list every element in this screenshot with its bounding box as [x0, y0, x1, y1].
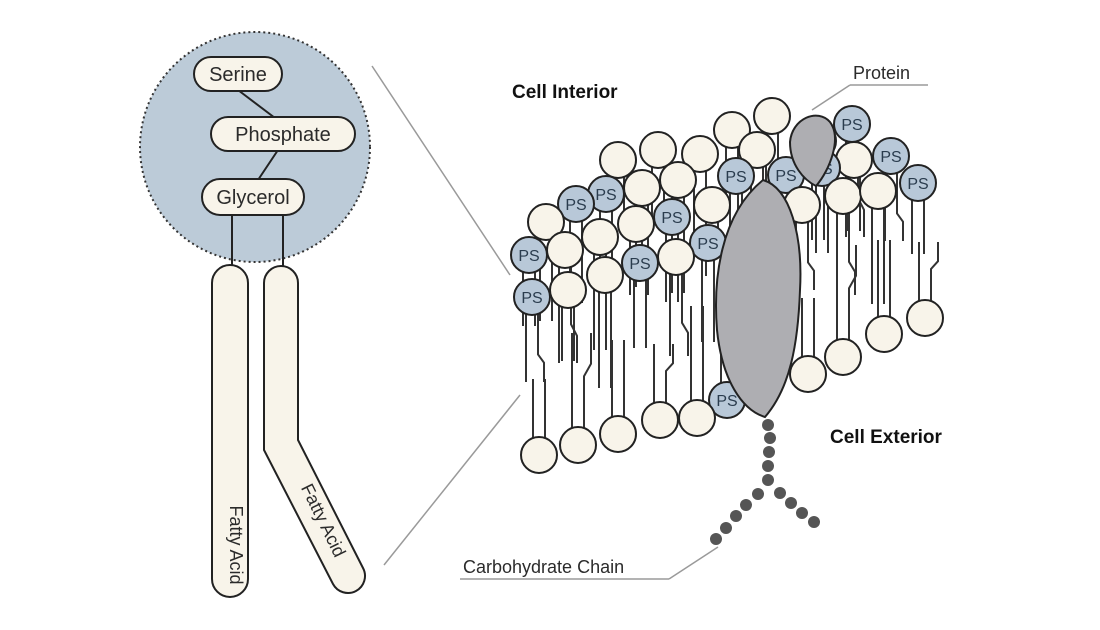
- lipid-head: [753, 97, 791, 135]
- ps-label: PS: [565, 197, 586, 214]
- lipid-head: [546, 231, 584, 269]
- zoom-connector-bottom: [383, 394, 521, 566]
- ps-label: PS: [518, 248, 539, 265]
- lipid-head: [599, 141, 637, 179]
- serine-box: Serine: [193, 56, 283, 92]
- glycerol-label: Glycerol: [216, 187, 289, 209]
- carbohydrate-bead: [763, 446, 775, 458]
- ps-label: PS: [725, 169, 746, 186]
- lipid-head: [678, 399, 716, 437]
- ps-head-group: PS: [621, 244, 659, 282]
- lipid-head: [835, 141, 873, 179]
- ps-label: PS: [775, 168, 796, 185]
- lipid-head: [659, 161, 697, 199]
- fatty-acid-right-tail: [263, 265, 366, 594]
- carbohydrate-bead: [796, 507, 808, 519]
- ps-head-group: PS: [833, 105, 871, 143]
- serine-phosphate-bond: [237, 89, 276, 119]
- membrane: PSPSPSPSPSPSPSPSPSPSPSPSPSPSPS: [510, 97, 944, 474]
- carbohydrate-bead: [785, 497, 797, 509]
- lipid-head: [859, 172, 897, 210]
- carbohydrate-bead: [730, 510, 742, 522]
- lipid-head: [527, 203, 565, 241]
- ps-head-group: PS: [557, 185, 595, 223]
- carbohydrate-bead: [774, 487, 786, 499]
- lipid-head: [693, 186, 731, 224]
- foreground-heads: [789, 299, 944, 393]
- protein-label: Protein: [853, 63, 910, 83]
- ps-label: PS: [521, 290, 542, 307]
- lipid-head: [789, 355, 827, 393]
- protein-top-segment: [788, 114, 836, 188]
- ps-label: PS: [716, 393, 737, 410]
- ps-head-group: PS: [717, 157, 755, 195]
- ps-label: PS: [697, 236, 718, 253]
- lipid-head: [520, 436, 558, 474]
- ps-head-group: PS: [899, 164, 937, 202]
- ps-head-group: PS: [510, 236, 548, 274]
- lipid-head: [906, 299, 944, 337]
- lipid-head: [657, 238, 695, 276]
- serine-label: Serine: [209, 64, 267, 86]
- carbohydrate-bead: [808, 516, 820, 528]
- carbohydrate-leader-line: [668, 546, 719, 580]
- lipid-head: [824, 177, 862, 215]
- ps-label: PS: [841, 117, 862, 134]
- ps-label: PS: [629, 256, 650, 273]
- carbohydrate-bead: [762, 460, 774, 472]
- ps-head-group: PS: [872, 137, 910, 175]
- carbohydrate-bead: [710, 533, 722, 545]
- ps-label: PS: [907, 176, 928, 193]
- fatty-acid-left-label: Fatty Acid: [226, 505, 246, 584]
- lipid-head: [738, 131, 776, 169]
- ps-head-group: PS: [653, 198, 691, 236]
- fatty-acid-left-tail: [211, 264, 249, 598]
- lipid-head: [559, 426, 597, 464]
- molecule-detail: Serine Phosphate Glycerol Fatty Acid Fat…: [139, 31, 371, 598]
- cell-interior-label: Cell Interior: [512, 82, 618, 103]
- ps-label: PS: [595, 187, 616, 204]
- phosphate-label: Phosphate: [235, 124, 331, 146]
- lipid-head: [641, 401, 679, 439]
- carbohydrate-bead: [762, 474, 774, 486]
- lipid-head: [639, 131, 677, 169]
- cell-exterior-label: Cell Exterior: [830, 427, 943, 448]
- glycerol-box: Glycerol: [201, 178, 305, 216]
- lipid-head: [549, 271, 587, 309]
- lipid-head: [617, 205, 655, 243]
- ps-head-group: PS: [513, 278, 551, 316]
- lipid-head: [599, 415, 637, 453]
- lipid-head: [824, 338, 862, 376]
- ps-label: PS: [880, 149, 901, 166]
- lipid-head: [681, 135, 719, 173]
- carbohydrate-chain: [710, 419, 820, 545]
- carbohydrate-chain-label: Carbohydrate Chain: [463, 557, 624, 577]
- ps-label: PS: [661, 210, 682, 227]
- carbohydrate-bead: [762, 419, 774, 431]
- carbohydrate-bead: [720, 522, 732, 534]
- carbohydrate-bead: [740, 499, 752, 511]
- zoom-connector-top: [371, 65, 511, 276]
- protein-body: [715, 178, 802, 419]
- carbohydrate-bead: [752, 488, 764, 500]
- lipid-head: [586, 256, 624, 294]
- phosphate-glycerol-bond: [257, 149, 279, 181]
- lipid-head: [865, 315, 903, 353]
- protein-leader-line: [811, 84, 851, 111]
- lipid-head: [581, 218, 619, 256]
- lipid-head: [623, 169, 661, 207]
- lipid-head: [713, 111, 751, 149]
- carbohydrate-bead: [764, 432, 776, 444]
- phosphate-box: Phosphate: [210, 116, 356, 152]
